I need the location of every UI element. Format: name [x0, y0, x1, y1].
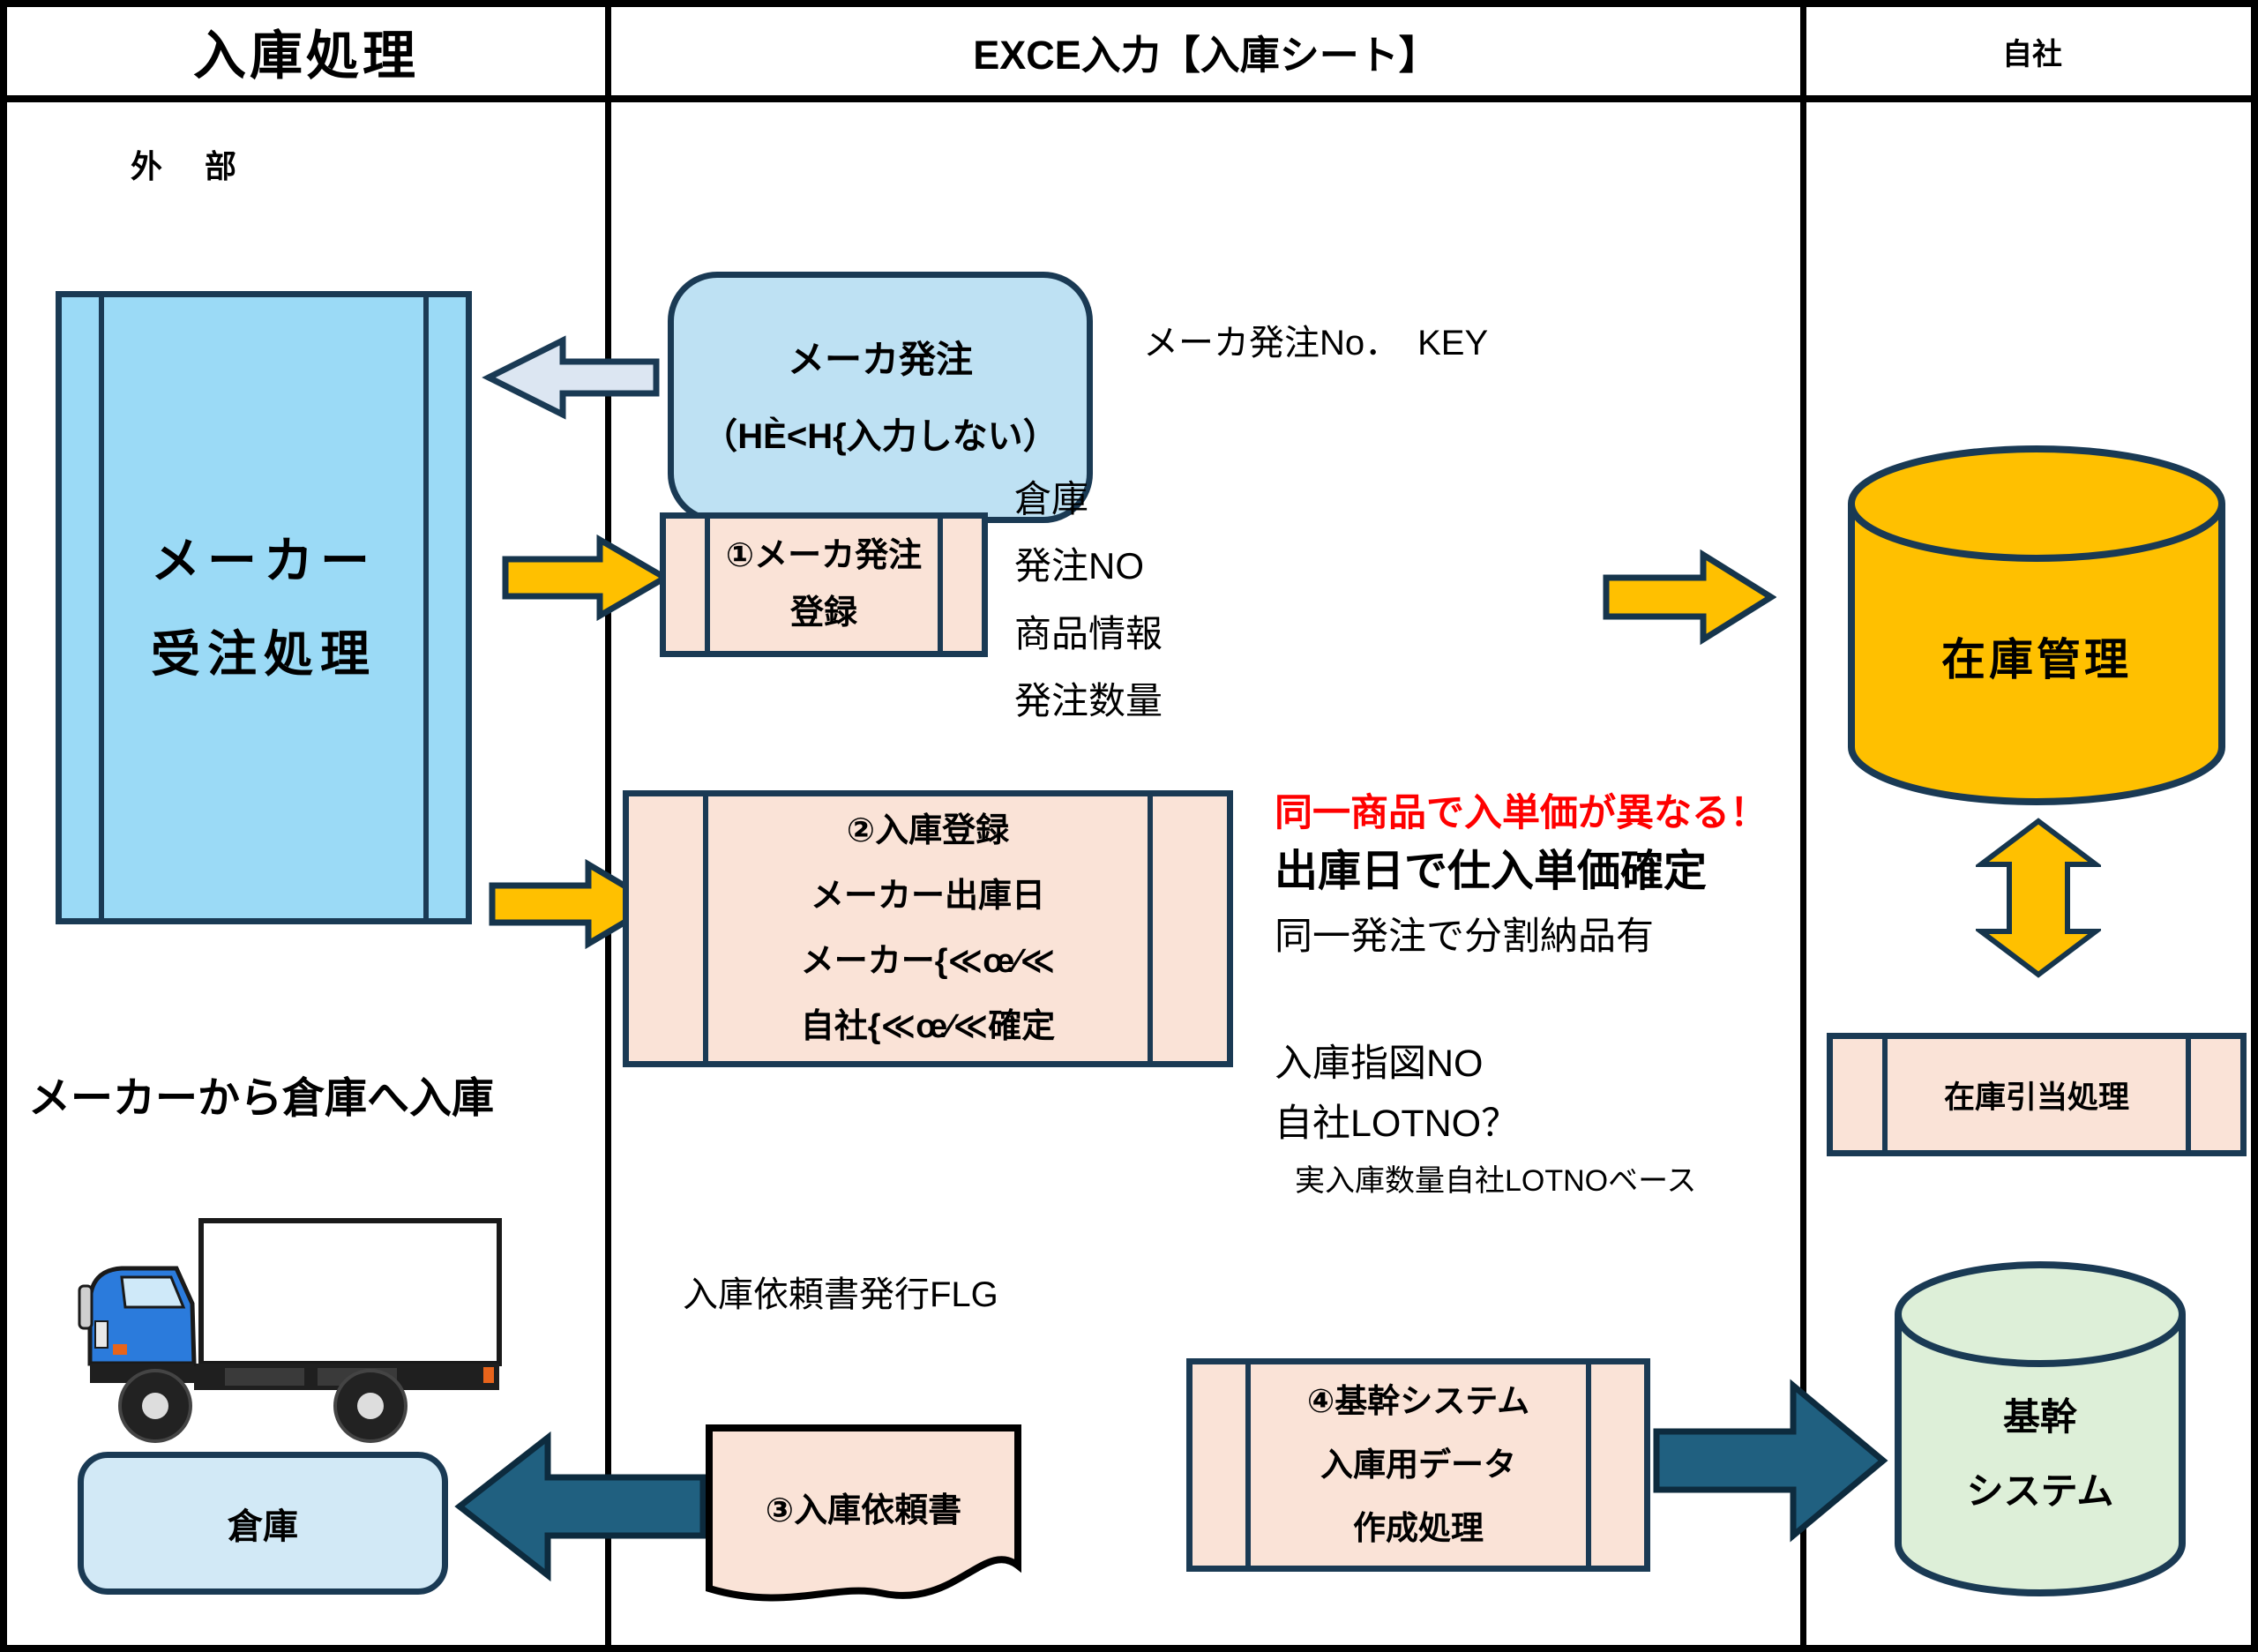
inventory-db-label: 在庫管理: [1941, 635, 2132, 684]
step3-doc-label: ③入庫依頼書: [765, 1491, 962, 1529]
note-split-delivery: 同一発注で分割納品有: [1275, 916, 1654, 958]
process-bar-left: [1882, 1039, 1888, 1150]
core-db-line2: システム: [1966, 1469, 2114, 1512]
allocation-label: 在庫引当処理: [1943, 1080, 2129, 1115]
header-right-title: 自社: [2002, 37, 2062, 71]
process-bar-left: [705, 519, 710, 651]
sync-double-arrow-icon: [1976, 817, 2101, 979]
step4-line3: 作成処理: [1353, 1510, 1484, 1547]
maker-box-line2: 受注処理: [151, 626, 377, 682]
process-bar-right: [1586, 1364, 1591, 1566]
process-bar-left: [99, 297, 104, 918]
step4-line1: ④基幹システム: [1306, 1382, 1530, 1419]
step2-process-box: ②入庫登録 メーカー出庫日 メーカー{≪œ⁄≪ 自社{≪œ⁄≪確定: [623, 790, 1233, 1067]
header-left-title: 入庫処理: [193, 26, 419, 86]
step1-process-box: ①メーカ発注 登録: [660, 512, 988, 657]
step2-flow-arrow-icon: [488, 859, 661, 949]
step3-document-shape: ③入庫依頼書: [704, 1423, 1023, 1617]
step2-line2: メーカー出庫日: [810, 877, 1045, 915]
note-instruction-no: 入庫指図NO: [1275, 1043, 1484, 1085]
step4-line2: 入庫用データ: [1320, 1446, 1516, 1483]
inventory-db-cylinder: 在庫管理: [1846, 444, 2227, 807]
order-box-line2: （HÈ<H{入力しない）: [702, 416, 1058, 456]
column-divider-left: [605, 7, 611, 1645]
warehouse-terminator: 倉庫: [78, 1452, 448, 1595]
step2-line1: ②入庫登録: [846, 811, 1010, 849]
field-warehouse: 倉庫: [1014, 478, 1089, 520]
order-feedback-arrow-icon: [482, 333, 660, 422]
step4-process-box: ④基幹システム 入庫用データ 作成処理: [1186, 1358, 1650, 1572]
field-order-qty: 発注数量: [1014, 680, 1163, 722]
truck-icon: [71, 1215, 507, 1454]
process-bar-right: [938, 519, 943, 651]
warehouse-label: 倉庫: [228, 1507, 298, 1546]
truck-caption: メーカーから倉庫へ入庫: [28, 1075, 495, 1122]
allocation-process-box: 在庫引当処理: [1827, 1033, 2247, 1156]
external-zone-label: 外 部: [131, 148, 243, 184]
column-divider-right: [1800, 7, 1806, 1645]
field-order-no: 発注NO: [1014, 545, 1145, 587]
step1-line2: 登録: [789, 594, 857, 632]
header-middle-title: EXCE入力【入庫シート】: [973, 32, 1439, 78]
field-item-info: 商品情報: [1014, 612, 1163, 654]
flg-note: 入庫依頼書発行FLG: [683, 1275, 998, 1314]
step2-line3: メーカー{≪œ⁄≪: [800, 943, 1056, 980]
note-bold: 出庫日で仕入単価確定: [1275, 848, 1708, 895]
process-bar-right: [1148, 796, 1153, 1061]
step1-line1: ①メーカ発注: [725, 537, 923, 575]
note-lotno-base: 実入庫数量自社LOTNOベース: [1295, 1164, 1697, 1198]
maker-box-line1: メーカー: [151, 532, 377, 588]
process-bar-left: [1245, 1364, 1251, 1566]
inventory-flow-arrow-icon: [1602, 549, 1776, 646]
process-bar-right: [2186, 1039, 2191, 1150]
order-key-note: メーカ発注No． KEY: [1143, 324, 1489, 363]
step1-flow-arrow-icon: [501, 534, 670, 621]
process-bar-left: [703, 796, 708, 1061]
note-red-alert: 同一商品で入単価が異なる！: [1275, 792, 1768, 834]
core-system-arrow-icon: [1652, 1377, 1888, 1544]
note-lotno: 自社LOTNO？: [1275, 1103, 1520, 1145]
process-bar-right: [423, 297, 429, 918]
maker-order-terminator: メーカ発注 （HÈ<H{入力しない）: [668, 272, 1093, 523]
core-db-line1: 基幹: [2002, 1395, 2077, 1438]
delivery-note-arrow-icon: [451, 1429, 707, 1584]
step2-line4: 自社{≪œ⁄≪確定: [800, 1008, 1056, 1046]
step1-field-list: 倉庫 発注NO 商品情報 発注数量: [1014, 466, 1163, 736]
core-system-db-cylinder: 基幹 システム: [1893, 1260, 2187, 1600]
maker-order-processing-box: メーカー 受注処理: [56, 291, 472, 924]
header-separator: [7, 95, 2251, 102]
order-box-line1: メーカ発注: [787, 339, 973, 381]
